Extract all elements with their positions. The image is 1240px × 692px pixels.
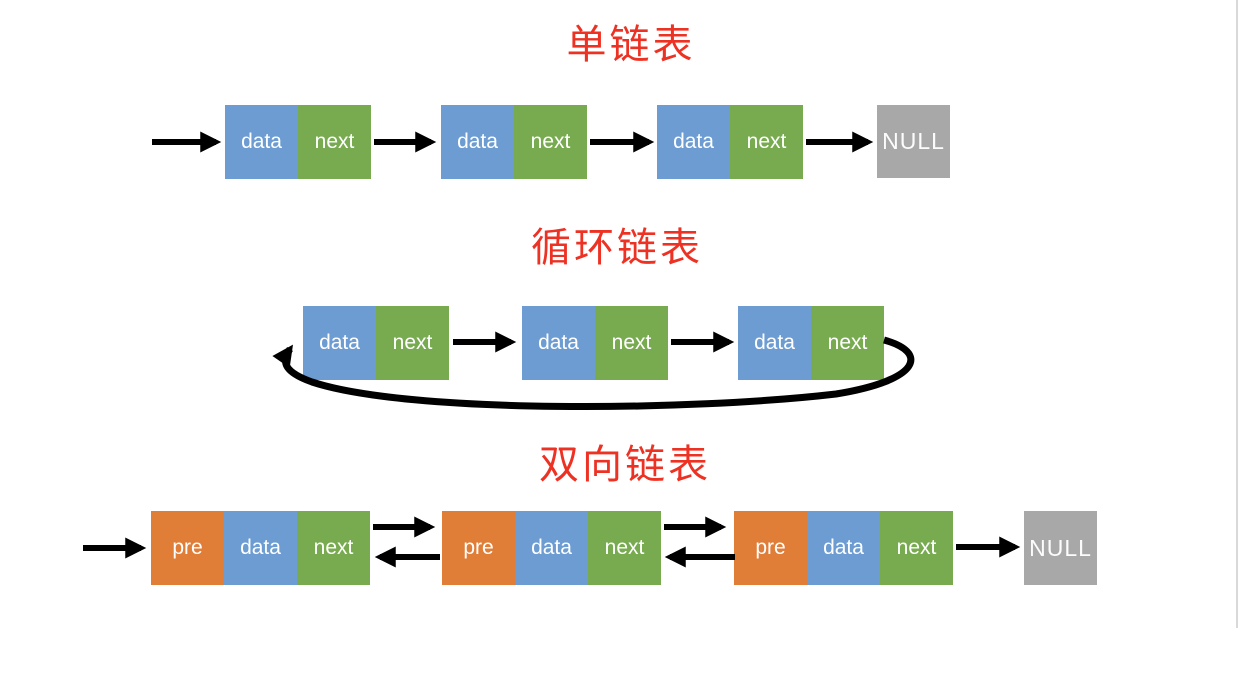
data-cell: data <box>807 511 880 585</box>
list-node: data next <box>738 306 884 380</box>
list-node: data next <box>441 105 587 179</box>
null-box: NULL <box>877 105 950 178</box>
next-cell: next <box>297 511 370 585</box>
next-cell: next <box>514 105 587 179</box>
pre-cell: pre <box>151 511 224 585</box>
data-cell: data <box>515 511 588 585</box>
data-cell: data <box>738 306 811 380</box>
pre-cell: pre <box>734 511 807 585</box>
null-box: NULL <box>1024 511 1097 585</box>
list-node: pre data next <box>734 511 953 585</box>
section-title-doubly-list: 双向链表 <box>539 443 711 487</box>
next-cell: next <box>811 306 884 380</box>
list-node: data next <box>303 306 449 380</box>
section-title-circular-list: 循环链表 <box>531 226 703 270</box>
list-node: data next <box>225 105 371 179</box>
next-cell: next <box>376 306 449 380</box>
next-cell: next <box>298 105 371 179</box>
data-cell: data <box>522 306 595 380</box>
list-node: pre data next <box>442 511 661 585</box>
data-cell: data <box>224 511 297 585</box>
next-cell: next <box>880 511 953 585</box>
data-cell: data <box>303 306 376 380</box>
list-node: data next <box>522 306 668 380</box>
next-cell: next <box>730 105 803 179</box>
page-edge-divider <box>1236 0 1238 628</box>
section-title-singly-list: 单链表 <box>566 23 696 67</box>
next-cell: next <box>588 511 661 585</box>
list-node: data next <box>657 105 803 179</box>
data-cell: data <box>657 105 730 179</box>
data-cell: data <box>225 105 298 179</box>
list-node: pre data next <box>151 511 370 585</box>
pre-cell: pre <box>442 511 515 585</box>
next-cell: next <box>595 306 668 380</box>
data-cell: data <box>441 105 514 179</box>
